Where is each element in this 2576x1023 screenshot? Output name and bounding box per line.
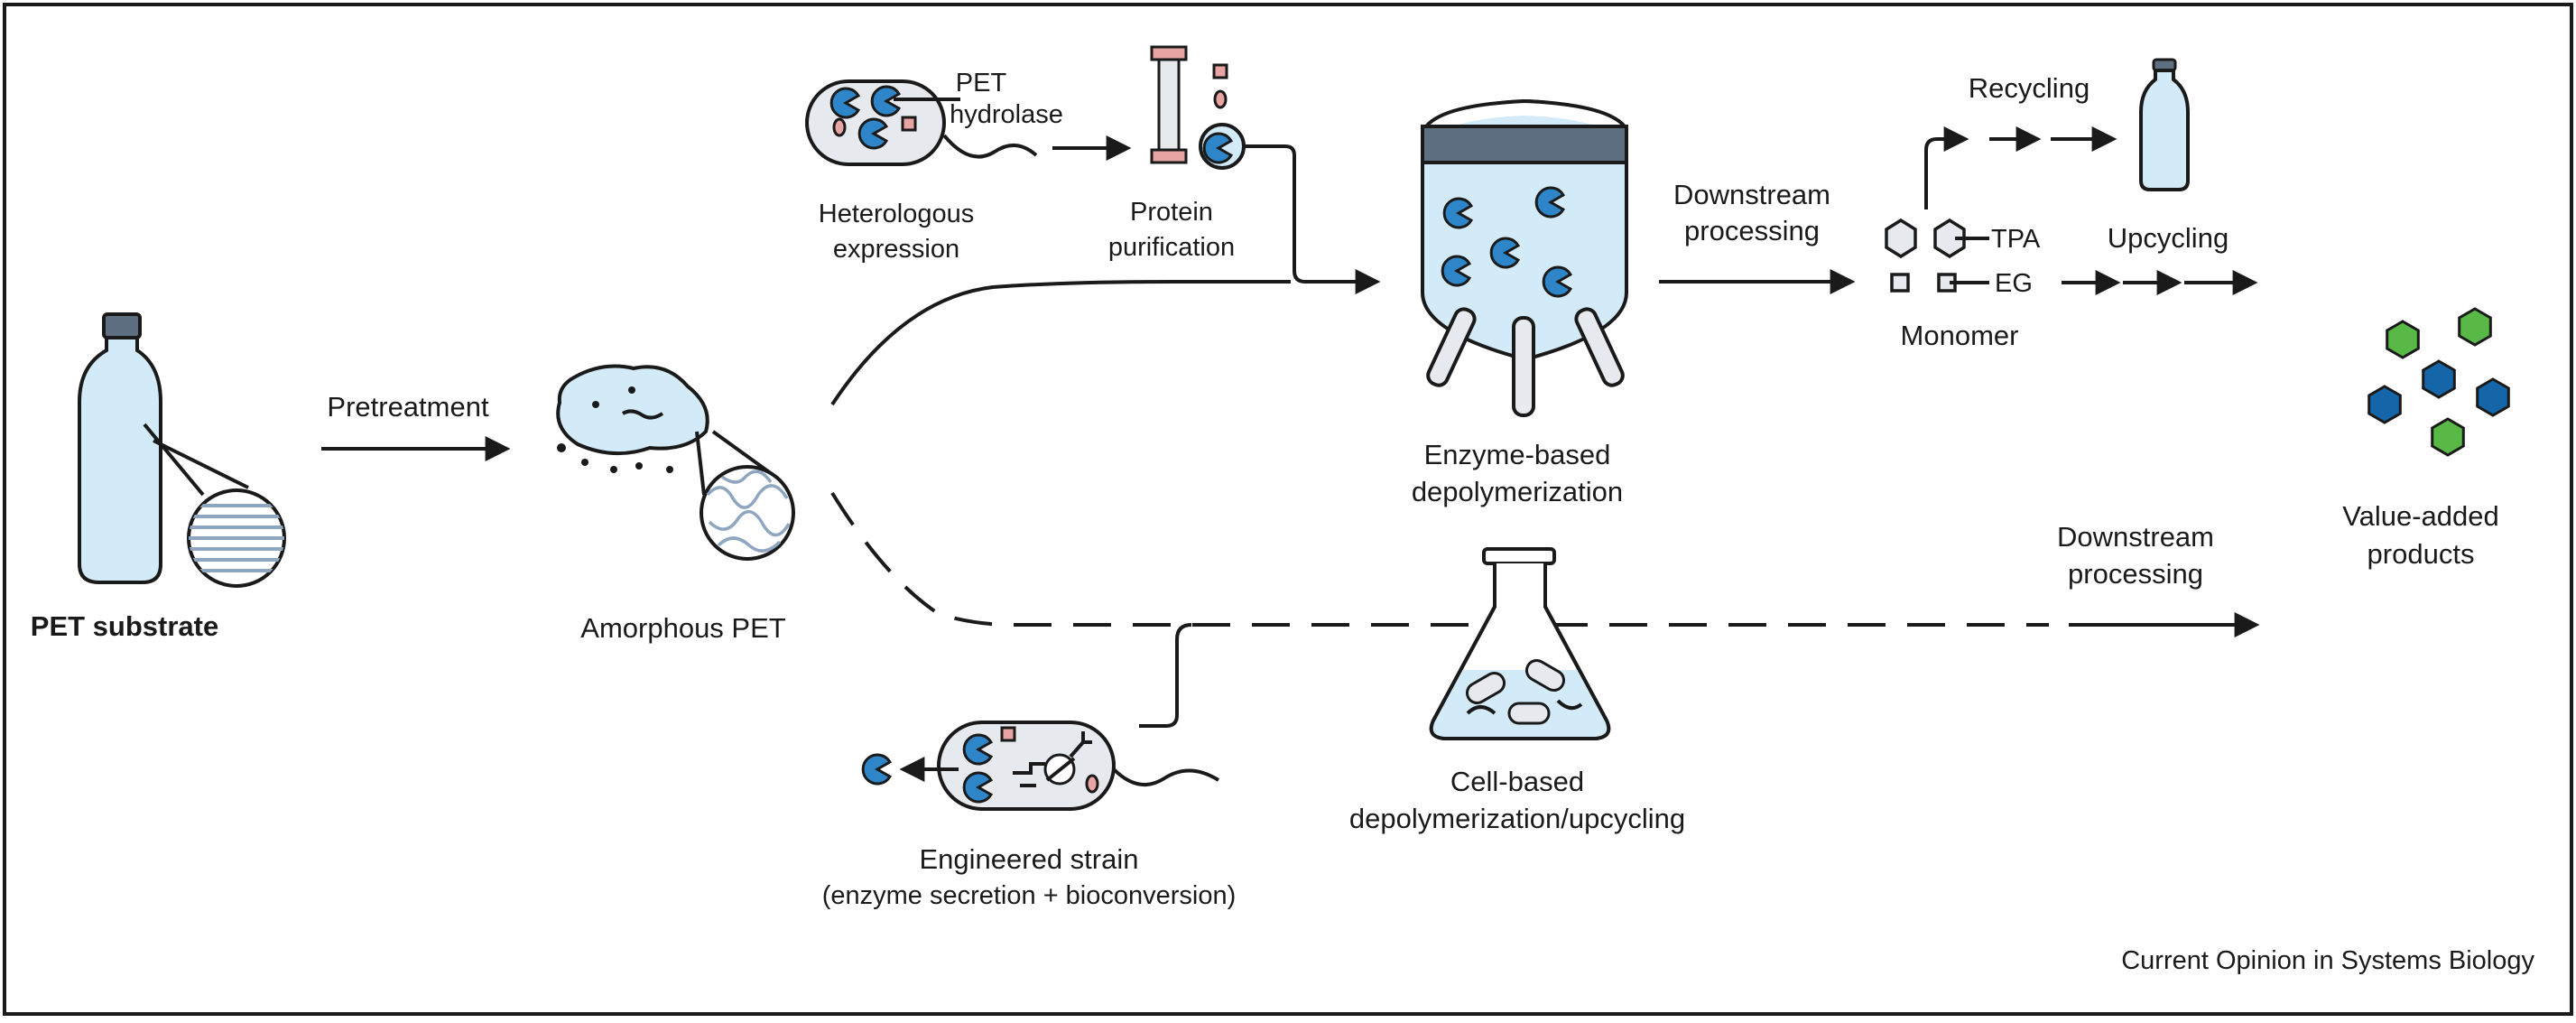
enzyme-based-label-2: depolymerization (1412, 476, 1623, 507)
downstream-top-label-1: Downstream (1673, 179, 1830, 210)
upper-route-curve (830, 280, 1291, 406)
value-added-label-2: products (2368, 538, 2475, 570)
protein-label-2: purification (1108, 233, 1235, 262)
journal-credit: Current Opinion in Systems Biology (2121, 946, 2534, 975)
engineered-bacterium-icon (861, 623, 1220, 811)
cell-based-label-1: Cell-based (1450, 766, 1584, 797)
bottle-icon (78, 312, 162, 584)
pet-hydrolase-label-1: PET (956, 69, 1007, 98)
monomer-label: Monomer (1901, 320, 2019, 351)
heterologous-label-1: Heterologous (819, 200, 975, 228)
engineered-strain-label-1: Engineered strain (920, 843, 1139, 875)
purification-column-icon (1150, 45, 1381, 294)
eg-label: EG (1995, 269, 2033, 298)
tpa-label: TPA (1991, 225, 2041, 254)
pretreatment-label: Pretreatment (327, 391, 489, 423)
erlenmeyer-flask-icon (1429, 547, 1611, 740)
bioreactor-icon (1421, 98, 1628, 417)
amorphous-lens-icon (695, 430, 795, 561)
pet-hydrolase-label-2: hydrolase (950, 100, 1063, 129)
pet-substrate-label: PET substrate (31, 610, 218, 642)
engineered-strain-label-2: (enzyme secretion + bioconversion) (822, 881, 1237, 910)
recycling-label: Recycling (1969, 72, 2090, 104)
monomer-group (1885, 218, 1989, 293)
enzyme-based-label-1: Enzyme-based (1424, 439, 1611, 470)
downstream-bottom-label-1: Downstream (2057, 521, 2214, 553)
heterologous-label-2: expression (833, 235, 959, 264)
lower-route-dashed (830, 491, 2049, 627)
amorphous-pet-label: Amorphous PET (580, 612, 785, 644)
downstream-top-label-2: processing (1684, 215, 1820, 246)
crystalline-lens-icon (143, 423, 286, 588)
bacterium-icon (805, 79, 1038, 166)
cell-based-label-2: depolymerization/upcycling (1349, 803, 1685, 834)
upcycling-label: Upcycling (2108, 222, 2229, 254)
pet-flake-icon (556, 364, 709, 473)
recycling-branch (1924, 126, 1969, 209)
protein-label-1: Protein (1130, 198, 1213, 227)
recycled-bottle-icon (2139, 58, 2190, 191)
value-added-label-1: Value-added (2342, 500, 2499, 532)
value-added-products-icon (2368, 307, 2510, 457)
downstream-bottom-label-2: processing (2068, 558, 2203, 590)
figure-border (3, 3, 2573, 1016)
